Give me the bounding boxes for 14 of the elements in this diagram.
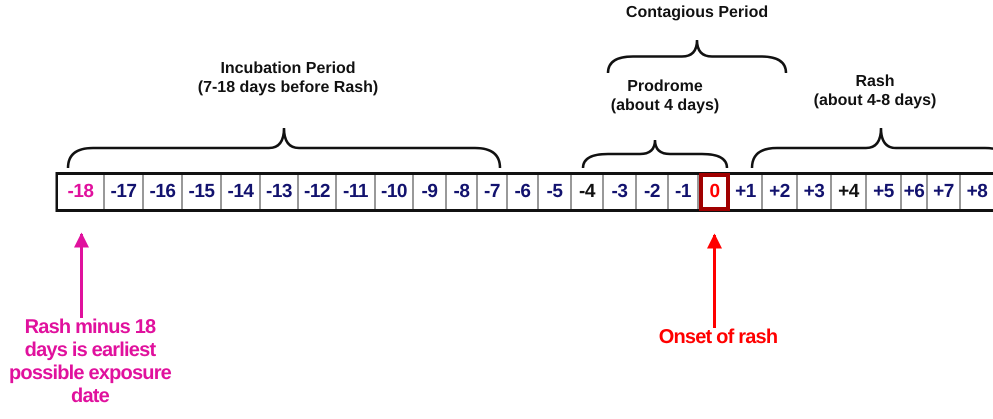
period-duration: (7-18 days before Rash) — [198, 79, 378, 97]
arrow — [707, 234, 722, 328]
period-heading: Rash — [855, 73, 895, 91]
period-heading: Incubation Period — [220, 60, 356, 78]
annotation-text: Onset of rash — [618, 326, 818, 349]
day-cell: +6 — [902, 175, 928, 209]
day-cell: 0 — [699, 173, 730, 211]
arrow — [74, 232, 89, 318]
period-heading: Prodrome — [627, 78, 703, 96]
annotation-text: Rash minus 18 days is earliest possible exposure date — [5, 316, 175, 408]
period-duration: (about 4-8 days) — [814, 92, 936, 110]
period-duration: (about 4 days) — [610, 97, 720, 115]
period-heading: Contagious Period — [626, 4, 768, 22]
day-cell: -18 — [58, 175, 105, 209]
